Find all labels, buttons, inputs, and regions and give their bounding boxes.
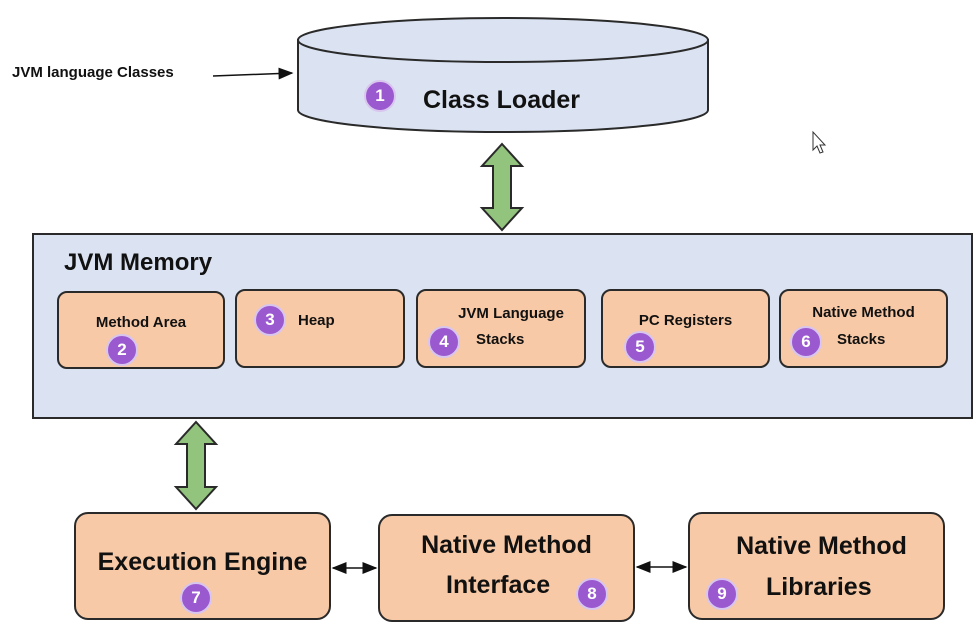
jvm-memory-title: JVM Memory: [64, 249, 213, 276]
badge-4: 4: [428, 326, 460, 358]
badge-1: 1: [364, 80, 396, 112]
native-libraries-line2: Libraries: [766, 573, 872, 601]
input-label: JVM language Classes: [12, 64, 174, 81]
badge-3: 3: [254, 304, 286, 336]
input-arrow: [212, 67, 294, 80]
native-interface-line2: Interface: [446, 571, 551, 599]
double-arrow-loader-memory: [479, 142, 525, 232]
mouse-cursor-icon: [812, 130, 827, 154]
badge-7: 7: [180, 582, 212, 614]
pc-registers-label: PC Registers: [638, 312, 733, 329]
class-loader-label: Class Loader: [423, 86, 581, 114]
native-method-stacks-line1: Native Method: [812, 304, 915, 321]
double-arrow-memory-engine: [173, 420, 219, 511]
native-method-interface-box: [378, 514, 635, 622]
badge-9: 9: [706, 578, 738, 610]
badge-2: 2: [106, 334, 138, 366]
heap-label: Heap: [298, 312, 335, 329]
jvm-language-stacks-line1: JVM Language: [458, 305, 564, 322]
badge-8: 8: [576, 578, 608, 610]
native-libraries-line1: Native Method: [736, 532, 907, 560]
memory-area-method-area: [57, 291, 225, 369]
badge-6: 6: [790, 326, 822, 358]
execution-engine-label: Execution Engine: [97, 548, 308, 576]
native-interface-line1: Native Method: [421, 531, 592, 559]
method-area-label: Method Area: [95, 314, 187, 331]
class-loader-cylinder: [297, 17, 709, 133]
badge-5: 5: [624, 331, 656, 363]
native-method-stacks-line2: Stacks: [837, 331, 886, 348]
jvm-language-stacks-line2: Stacks: [476, 331, 525, 348]
